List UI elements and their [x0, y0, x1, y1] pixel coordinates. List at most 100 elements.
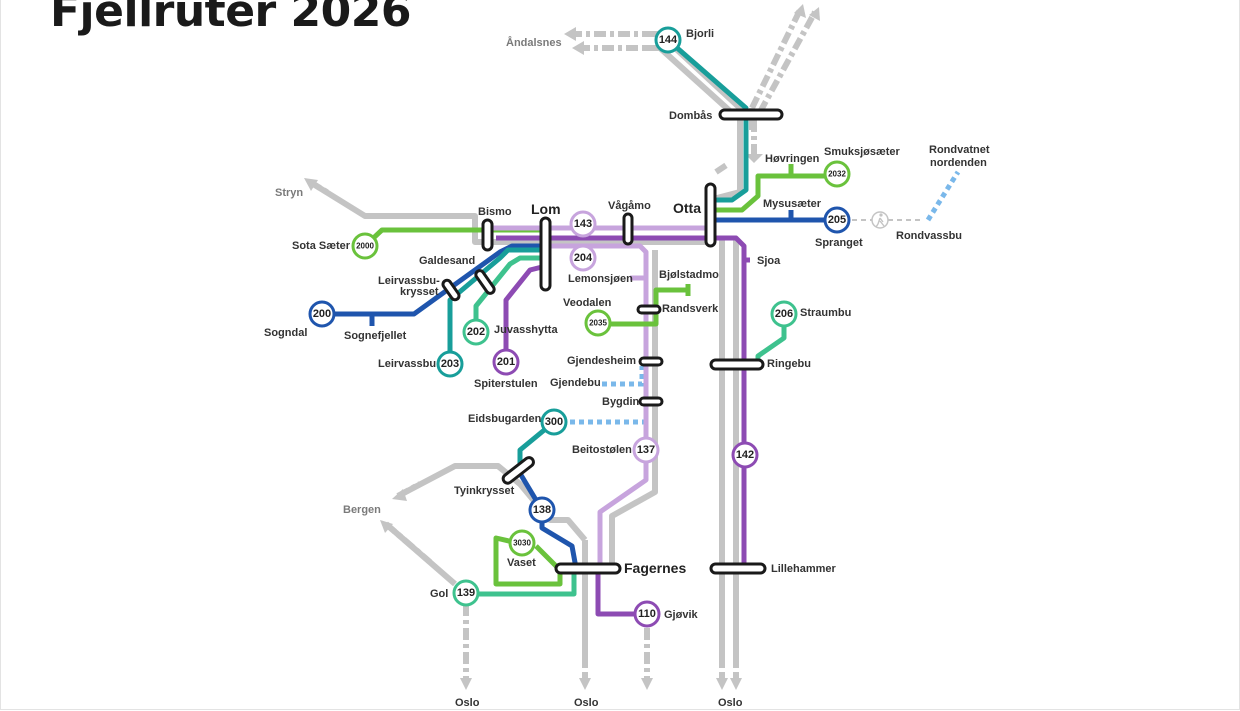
- label-sognefjellet: Sognefjellet: [344, 330, 407, 342]
- label-rondvatnet-1: Rondvatnet: [929, 144, 990, 156]
- route-144-line: [666, 38, 749, 203]
- stop-bar-bygdin: [638, 396, 664, 407]
- route-139-line: [466, 568, 577, 597]
- route-142-line: [496, 235, 747, 568]
- hub-bar-fagernes: [554, 562, 622, 575]
- arrow-north-1: [794, 4, 806, 18]
- svg-text:142: 142: [736, 449, 754, 461]
- label-juvasshytta: Juvasshytta: [494, 324, 558, 336]
- label-vagamo: Vågåmo: [608, 200, 651, 212]
- hub-bar-otta: [704, 182, 717, 248]
- svg-text:204: 204: [574, 252, 593, 264]
- label-rondvassbu: Rondvassbu: [896, 230, 962, 242]
- arrow-oslo-gol: [460, 678, 472, 690]
- route-badge-2035[interactable]: 2035: [584, 309, 612, 337]
- label-vaset: Vaset: [507, 557, 536, 569]
- hub-bar-lom: [539, 216, 552, 292]
- label-bismo: Bismo: [478, 206, 512, 218]
- otta-branch: [714, 161, 730, 175]
- label-sjoa: Sjoa: [757, 255, 781, 267]
- stop-bar-randsverk: [636, 304, 662, 315]
- label-gjovik: Gjøvik: [664, 609, 699, 621]
- label-rondvatnet-2: nordenden: [930, 157, 987, 169]
- route-110-line: [595, 568, 646, 617]
- bergen-line-dash: [384, 521, 432, 565]
- svg-text:201: 201: [497, 356, 515, 368]
- label-veodalen: Veodalen: [563, 297, 612, 309]
- stop-bars: [441, 108, 784, 575]
- route-badge-144[interactable]: 144: [654, 26, 682, 54]
- label-eidsbugarden: Eidsbugarden: [468, 413, 542, 425]
- route-201-line: [503, 263, 547, 362]
- label-smuksjoseter: Smuksjøsæter: [824, 146, 901, 158]
- walk-gjendebu: [602, 366, 645, 387]
- svg-text:203: 203: [441, 358, 459, 370]
- direction-arrows: [304, 4, 820, 690]
- label-spranget: Spranget: [815, 237, 863, 249]
- route-badge-138[interactable]: 138: [528, 496, 556, 524]
- label-oslo-lillehammer: Oslo: [718, 697, 743, 709]
- label-gol: Gol: [430, 588, 448, 600]
- route-badge-110[interactable]: 110: [633, 600, 661, 628]
- dovre-line-north-2: [757, 10, 818, 114]
- svg-text:138: 138: [533, 504, 551, 516]
- label-lillehammer: Lillehammer: [771, 563, 837, 575]
- place-labels: Åndalsnes Bjorli Dombås Høvringen Smuksj…: [264, 28, 990, 709]
- route-badge-200[interactable]: 200: [308, 300, 336, 328]
- arrow-bergen-line: [380, 520, 393, 533]
- label-andalsnes: Åndalsnes: [506, 36, 562, 49]
- stop-bar-bismo: [481, 218, 494, 252]
- walk-rondvatnet: [925, 170, 961, 222]
- route-badge-137[interactable]: 137: [632, 436, 660, 464]
- label-mysuseter: Mysusæter: [763, 198, 822, 210]
- arrow-north-2: [809, 7, 820, 21]
- route-2032-line: [712, 173, 826, 213]
- route-badge-300[interactable]: 300: [540, 408, 568, 436]
- sjoa-stub: [741, 248, 750, 263]
- label-oslo-gol: Oslo: [455, 697, 480, 709]
- route-badge-202[interactable]: 202: [462, 318, 490, 346]
- arrow-bergen-road: [392, 489, 407, 501]
- arrow-stryn: [304, 178, 318, 191]
- route-202-line: [473, 255, 546, 332]
- route-138-line: [515, 468, 579, 569]
- label-fagernes: Fagernes: [624, 560, 686, 576]
- label-beitostolen: Beitostølen: [572, 444, 632, 456]
- label-tyinkrysset: Tyinkrysset: [454, 485, 515, 497]
- label-sota-seter: Sota Sæter: [292, 240, 351, 252]
- route-badge-201[interactable]: 201: [492, 348, 520, 376]
- svg-text:143: 143: [574, 218, 592, 230]
- stop-bar-dombas: [718, 108, 784, 121]
- svg-text:202: 202: [467, 326, 485, 338]
- route-badge-3030[interactable]: 3030: [508, 529, 536, 557]
- route-badge-143[interactable]: 143: [569, 210, 597, 238]
- route-badge-2032[interactable]: 2032: [823, 160, 851, 188]
- label-leirvassbukrysset-2: krysset: [400, 286, 439, 298]
- arrow-andalsnes-1: [564, 27, 576, 41]
- route-badge-206[interactable]: 206: [770, 300, 798, 328]
- stop-bar-galdesand: [474, 269, 496, 295]
- svg-text:200: 200: [313, 308, 331, 320]
- stop-bar-leirvassbukrysset: [441, 278, 461, 302]
- svg-text:139: 139: [457, 587, 475, 599]
- route-200-line: [322, 243, 546, 317]
- valdres-road: [609, 250, 658, 568]
- label-otta: Otta: [673, 200, 701, 216]
- label-galdesand: Galdesand: [419, 255, 475, 267]
- label-lemonsjoen: Lemonsjøen: [568, 273, 633, 285]
- label-gjendesheim: Gjendesheim: [567, 355, 636, 367]
- arrow-andalsnes-2: [572, 41, 584, 55]
- label-stryn: Stryn: [275, 187, 303, 199]
- route-badge-205[interactable]: 205: [823, 206, 851, 234]
- route-badge-203[interactable]: 203: [436, 350, 464, 378]
- arrow-oslo-east-1: [716, 678, 728, 690]
- arrow-hovringen-branch: [745, 154, 763, 163]
- stop-bar-gjendesheim: [638, 356, 664, 367]
- svg-text:2000: 2000: [356, 242, 374, 251]
- label-bjorli: Bjorli: [686, 28, 714, 40]
- route-badge-2000[interactable]: 2000: [351, 232, 379, 260]
- route-badge-139[interactable]: 139: [452, 579, 480, 607]
- route-badge-204[interactable]: 204: [569, 244, 597, 272]
- route-badge-142[interactable]: 142: [731, 441, 759, 469]
